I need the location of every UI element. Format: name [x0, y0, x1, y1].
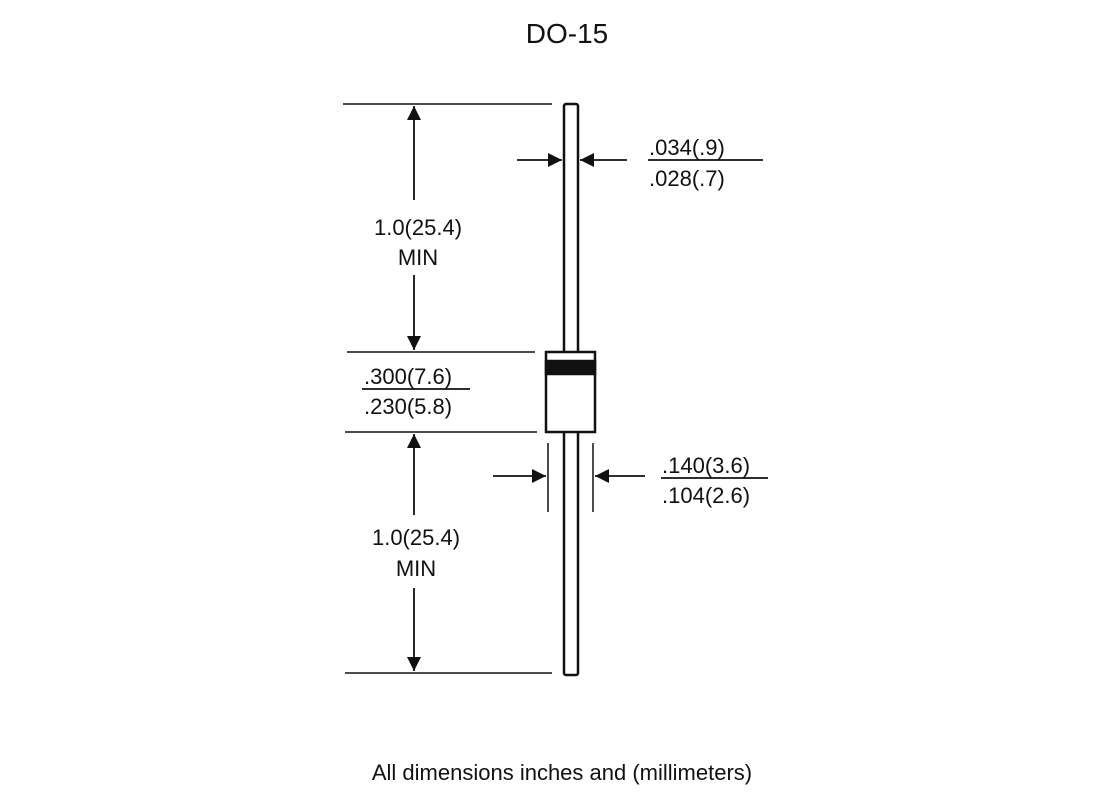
body-diameter-min: .104(2.6) — [662, 483, 750, 508]
cathode-band — [544, 359, 597, 376]
dimension-arrows — [362, 106, 768, 671]
top-lead — [562, 102, 580, 356]
units-footnote: All dimensions inches and (millimeters) — [372, 760, 752, 785]
lead-diameter-max: .034(.9) — [649, 135, 725, 160]
top-lead-length-value: 1.0(25.4) — [374, 215, 462, 240]
bottom-lead — [562, 428, 580, 677]
body-diameter-max: .140(3.6) — [662, 453, 750, 478]
body-length-max: .300(7.6) — [364, 364, 452, 389]
diode-outline — [544, 102, 597, 677]
lead-diameter-min: .028(.7) — [649, 166, 725, 191]
extension-lines — [343, 103, 594, 674]
top-lead-length-note: MIN — [398, 245, 438, 270]
package-title: DO-15 — [526, 18, 608, 49]
body-length-min: .230(5.8) — [364, 394, 452, 419]
bottom-lead-length-value: 1.0(25.4) — [372, 525, 460, 550]
bottom-lead-length-note: MIN — [396, 556, 436, 581]
